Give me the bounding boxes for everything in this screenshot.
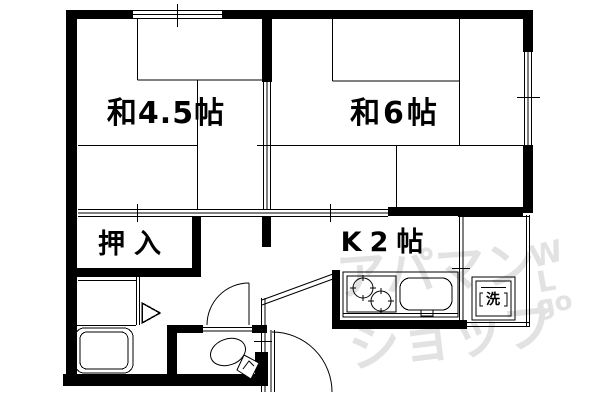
kitchen-counter (342, 271, 459, 318)
sink-icon (399, 277, 453, 317)
entrance-frame (254, 298, 272, 392)
room-label-wa45: 和4.5帖 (107, 96, 225, 131)
right-window (517, 52, 540, 145)
room-label-wa6: 和6帖 (350, 96, 440, 131)
stove-burners-icon (350, 275, 394, 314)
toilet-fixture (210, 337, 260, 380)
washing-machine-icon (471, 276, 516, 321)
door-direction-triangle-icon (141, 301, 162, 325)
room-label-kitchen: K2帖 (341, 227, 432, 258)
balcony (452, 215, 530, 327)
fusuma-band (78, 204, 388, 222)
toilet-door-threshold (203, 327, 252, 332)
washer-label: 洗 (486, 291, 500, 308)
bath-door-track (72, 277, 140, 326)
room-wa45-tatami-lines (78, 19, 262, 209)
room-label-oshiire: 押入 (98, 229, 170, 260)
entrance-door-arc (270, 330, 333, 393)
outer-walls (63, 10, 533, 386)
room-wa6-tatami-lines (266, 19, 523, 207)
hall-diagonal-wall (261, 273, 334, 306)
bath-tub (74, 327, 134, 374)
toilet-door-arc (206, 282, 250, 326)
top-window (133, 4, 222, 27)
